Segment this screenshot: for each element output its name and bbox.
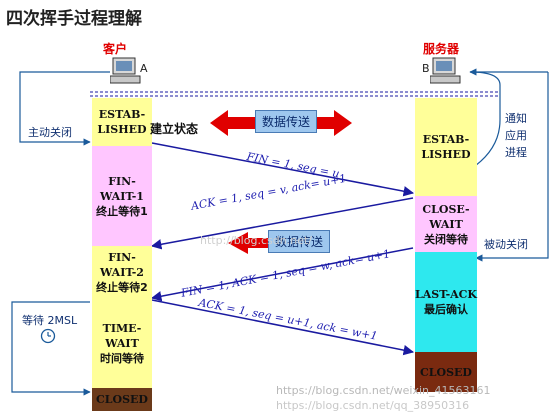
msg4-arrow	[151, 299, 415, 356]
server-state-established: ESTAB- LISHED	[415, 98, 477, 196]
msg1-arrow	[151, 142, 415, 197]
server-name: 服务器	[423, 42, 460, 56]
server-computer-icon	[430, 57, 461, 84]
client-label: A	[140, 62, 148, 75]
active-close-arrow	[19, 71, 110, 146]
client-state-closed: CLOSED	[92, 388, 152, 411]
passive-close-arrow	[475, 72, 549, 262]
client-state-time-wait: TIME-WAIT 时间等待	[92, 298, 152, 388]
msg2-arrow	[150, 197, 414, 250]
client-computer-icon	[110, 57, 141, 84]
transfer-label-1: 数据传送	[255, 110, 318, 133]
client-state-fin-wait-1: FIN-WAIT-1 终止等待1	[92, 146, 152, 246]
clock-icon	[40, 328, 56, 344]
server-label: B	[422, 62, 430, 75]
wait-2msl-note: 等待 2MSL	[22, 314, 78, 327]
client-state-established-desc: 建立状态	[150, 122, 199, 136]
client-name: 客户	[103, 42, 128, 56]
page-title: 四次挥手过程理解	[6, 9, 142, 29]
passive-close-note: 被动关闭	[484, 238, 528, 251]
client-state-established: ESTAB- LISHED	[92, 98, 152, 146]
watermark-1: https://blog.csdn.net/weixin_41563161	[276, 384, 491, 397]
server-state-close-wait: CLOSE-WAIT 关闭等待	[415, 196, 477, 252]
wait-2msl-arrow	[11, 301, 91, 396]
active-close-note: 主动关闭	[28, 126, 72, 139]
notify-app-note: 通知 应用 进程	[505, 112, 527, 159]
server-state-closed: CLOSED	[415, 352, 477, 392]
transfer-arrow-2	[228, 232, 300, 254]
msg3-arrow	[150, 247, 414, 302]
transfer-label-2: 数据传送	[268, 230, 331, 253]
watermark-3: https://blog.csdn.net/qq_38950316	[276, 399, 470, 412]
client-state-fin-wait-2: FIN-WAIT-2 终止等待2	[92, 246, 152, 298]
server-state-last-ack: LAST-ACK 最后确认	[415, 252, 477, 352]
watermark-2: http://blog.csdn.net/	[200, 234, 312, 247]
